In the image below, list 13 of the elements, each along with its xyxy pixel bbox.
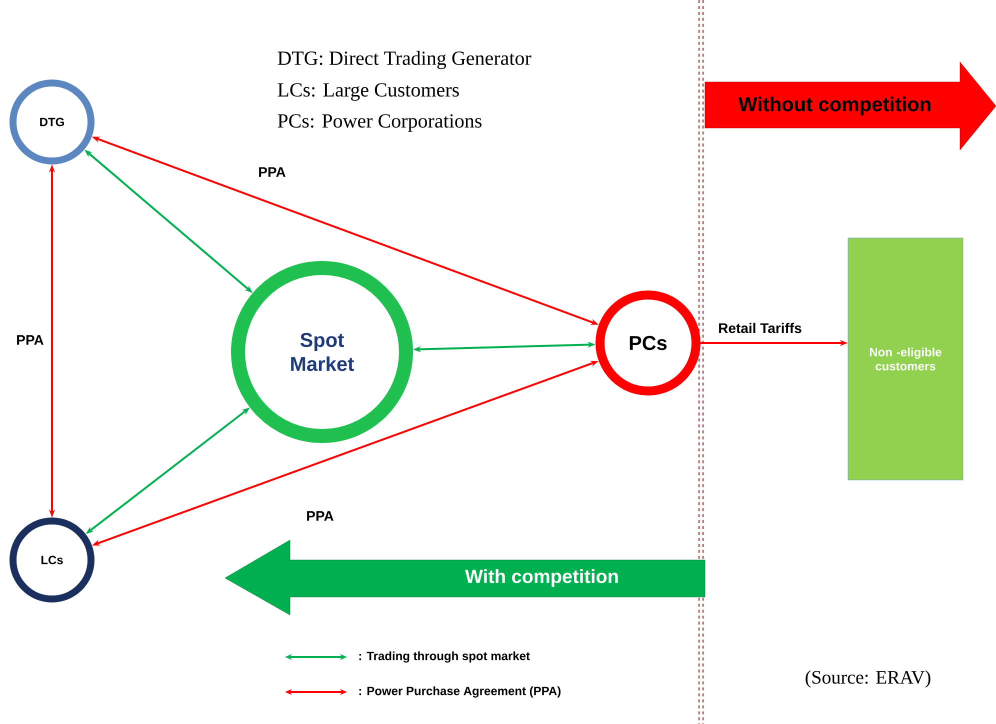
arrow-banner: Without competition (704, 62, 996, 150)
edge-label: Retail Tariffs (717, 322, 803, 334)
arrow-banner: With competition (224, 540, 706, 616)
edge-label: PPA (257, 166, 287, 178)
definition-text: LCs: Large Customers (278, 83, 459, 101)
definition-text: PCs: Power Corporations (278, 114, 482, 132)
edge-label: PPA (305, 510, 335, 522)
definition-text: DTG: Direct Trading Generator (278, 50, 532, 70)
legend-text: : Power Purchase Agreement (PPA) (359, 686, 561, 698)
source-note: (Source: ERAV) (806, 670, 930, 688)
edge-label: PPA (15, 334, 45, 346)
legend-text: : Trading through spot market (359, 651, 530, 663)
customer-box: Non -eligible customers (848, 238, 964, 480)
